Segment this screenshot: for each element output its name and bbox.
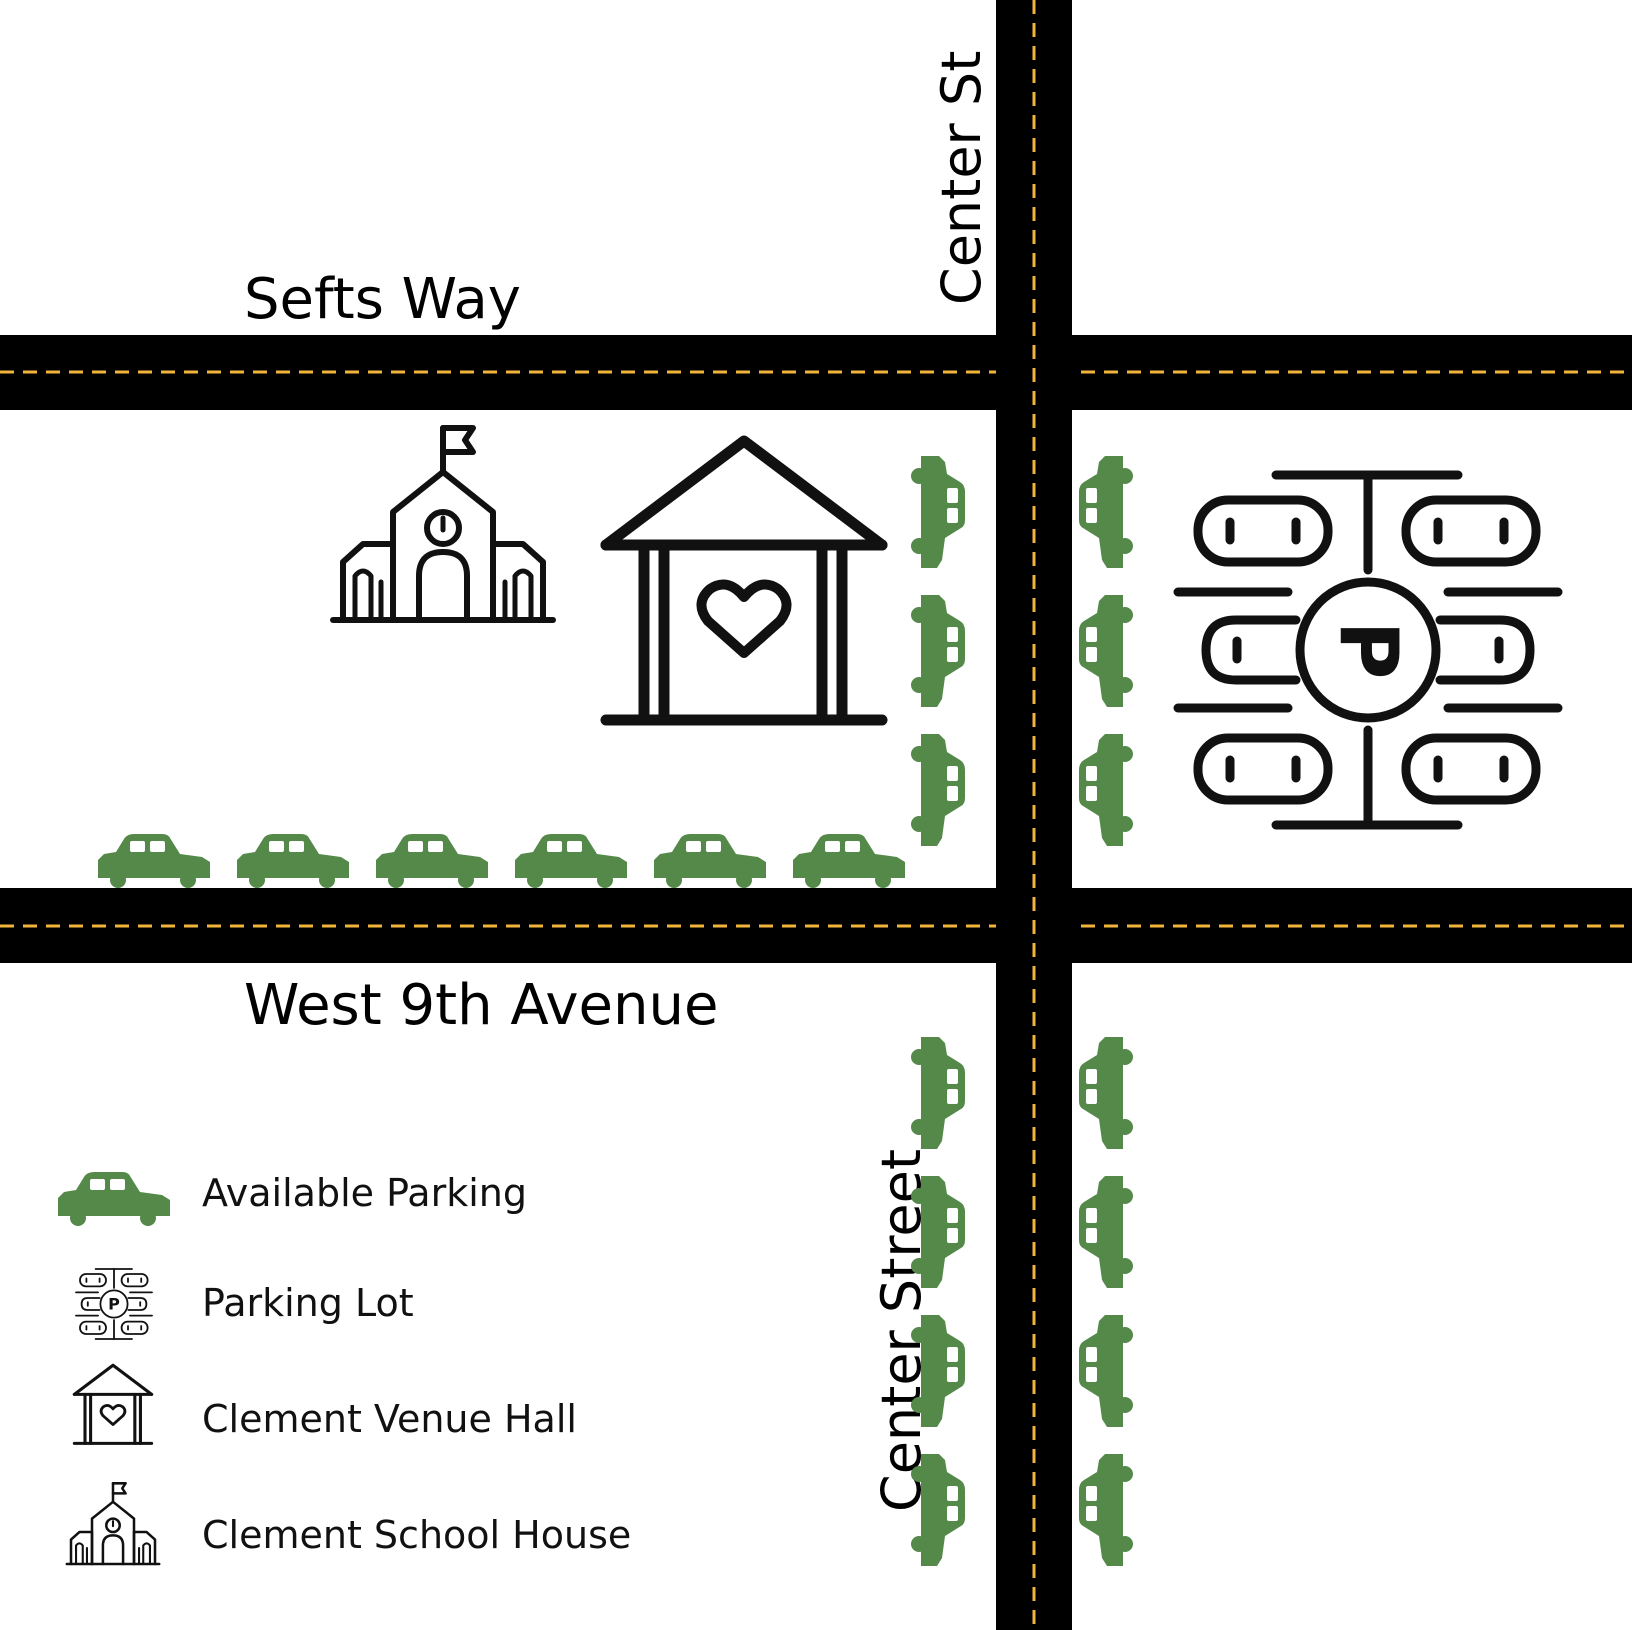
parking-car-icon	[911, 595, 965, 707]
legend-item-venue-hall: Clement Venue Hall	[72, 1363, 577, 1445]
parking-car-icon	[515, 834, 627, 888]
parking-car-icon	[911, 734, 965, 846]
road-center-street	[996, 0, 1072, 1630]
street-label-west-9th-avenue: West 9th Avenue	[244, 973, 718, 1038]
parking-car-icon	[1079, 1176, 1133, 1288]
parking-car-icon	[1079, 1037, 1133, 1149]
parking-car-icon	[98, 834, 210, 888]
parking-lot-icon: P	[1178, 475, 1558, 825]
street-label-sefts-way: Sefts Way	[244, 267, 521, 332]
parking-car-icon	[911, 1037, 965, 1149]
legend-label: Clement School House	[202, 1513, 631, 1557]
parking-lot-icon: P	[75, 1268, 153, 1340]
parking-car-icon	[376, 834, 488, 888]
parking-car-icon	[793, 834, 905, 888]
street-label-center-st: Center St	[930, 51, 993, 305]
parking-car-icon	[1079, 1315, 1133, 1427]
legend-item-available-parking: Available Parking	[58, 1171, 527, 1226]
parking-car-icon	[237, 834, 349, 888]
legend-label: Parking Lot	[202, 1281, 414, 1325]
legend-item-parking-lot: P Parking Lot	[75, 1268, 414, 1340]
road-west-9th-avenue	[0, 888, 1632, 963]
legend-label: Clement Venue Hall	[202, 1397, 577, 1441]
legend-item-school-house: Clement School House	[65, 1482, 631, 1566]
school-house-icon	[65, 1482, 161, 1566]
legend: Available Parking P Parking Lot Clement …	[58, 1171, 631, 1566]
parking-car-icon	[654, 834, 766, 888]
parking-car-icon	[1079, 456, 1133, 568]
venue-hall-icon	[606, 441, 882, 720]
legend-label: Available Parking	[202, 1171, 527, 1215]
parking-car-icon	[911, 456, 965, 568]
school-house-icon	[333, 428, 553, 620]
car-icon	[58, 1172, 170, 1226]
svg-text:P: P	[108, 1295, 120, 1314]
road-sefts-way	[0, 335, 1632, 410]
parking-car-icon	[1079, 734, 1133, 846]
parking-car-icon	[1079, 1454, 1133, 1566]
parking-lot-sign: P	[1322, 621, 1415, 680]
parking-car-icon	[1079, 595, 1133, 707]
venue-hall-icon	[72, 1363, 154, 1445]
